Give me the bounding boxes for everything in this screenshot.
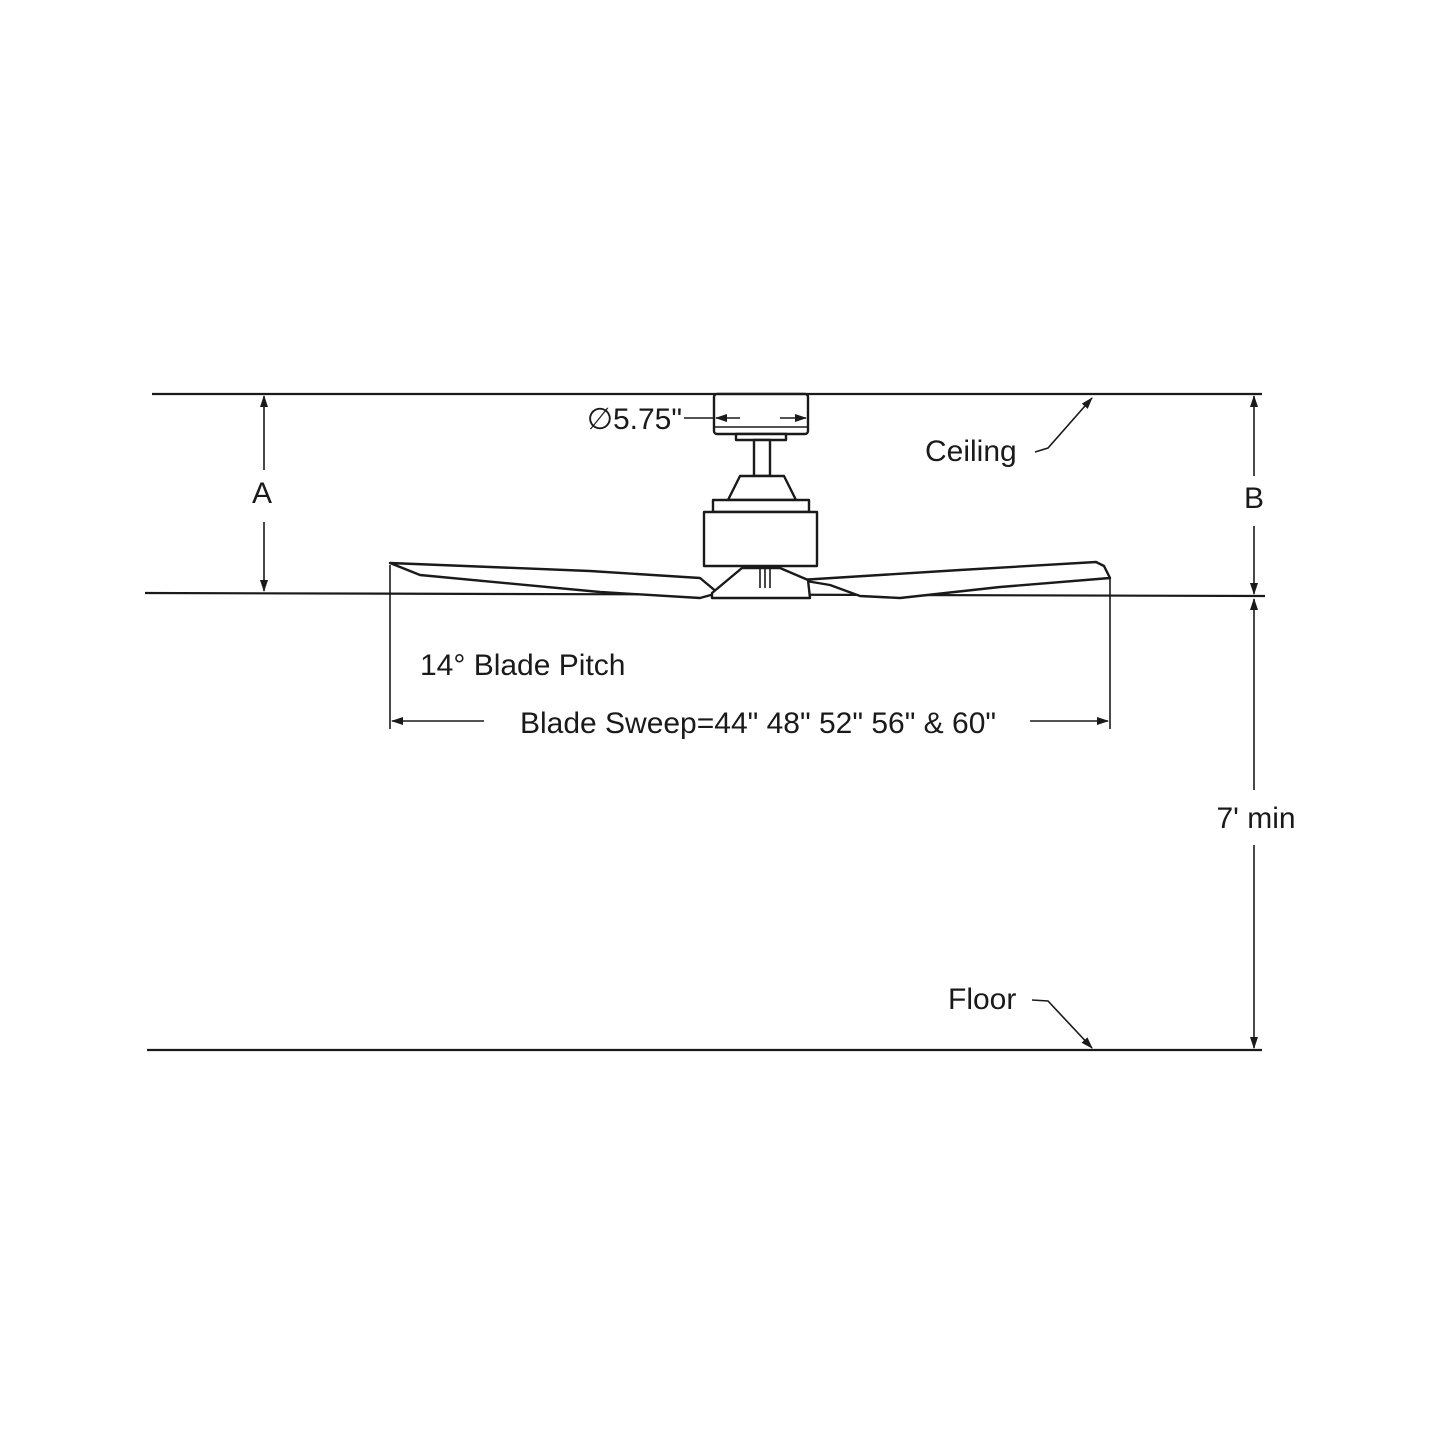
motor-housing (702, 510, 819, 568)
floor-leader-arrow (1031, 999, 1093, 1049)
right-blade (798, 560, 1112, 600)
dimension-a-label: A (252, 477, 272, 510)
motor-collar (711, 498, 811, 514)
downrod (752, 438, 772, 478)
motor-cone (726, 474, 798, 502)
dimension-b-label: B (1244, 482, 1264, 515)
ceiling-leader-arrow (1034, 397, 1093, 453)
min-height-label: 7' min (1216, 802, 1295, 835)
canopy (712, 392, 810, 436)
floor-label: Floor (948, 983, 1016, 1016)
canopy-diameter-label: ∅5.75" (587, 403, 682, 436)
ceiling-label: Ceiling (925, 435, 1017, 468)
ceiling-fan-drawing (388, 392, 1112, 600)
blade-sweep-label: Blade Sweep=44" 48" 52" 56" & 60" (520, 707, 996, 740)
left-blade (388, 561, 720, 600)
blade-pitch-label: 14° Blade Pitch (420, 649, 625, 682)
hub (710, 566, 812, 600)
